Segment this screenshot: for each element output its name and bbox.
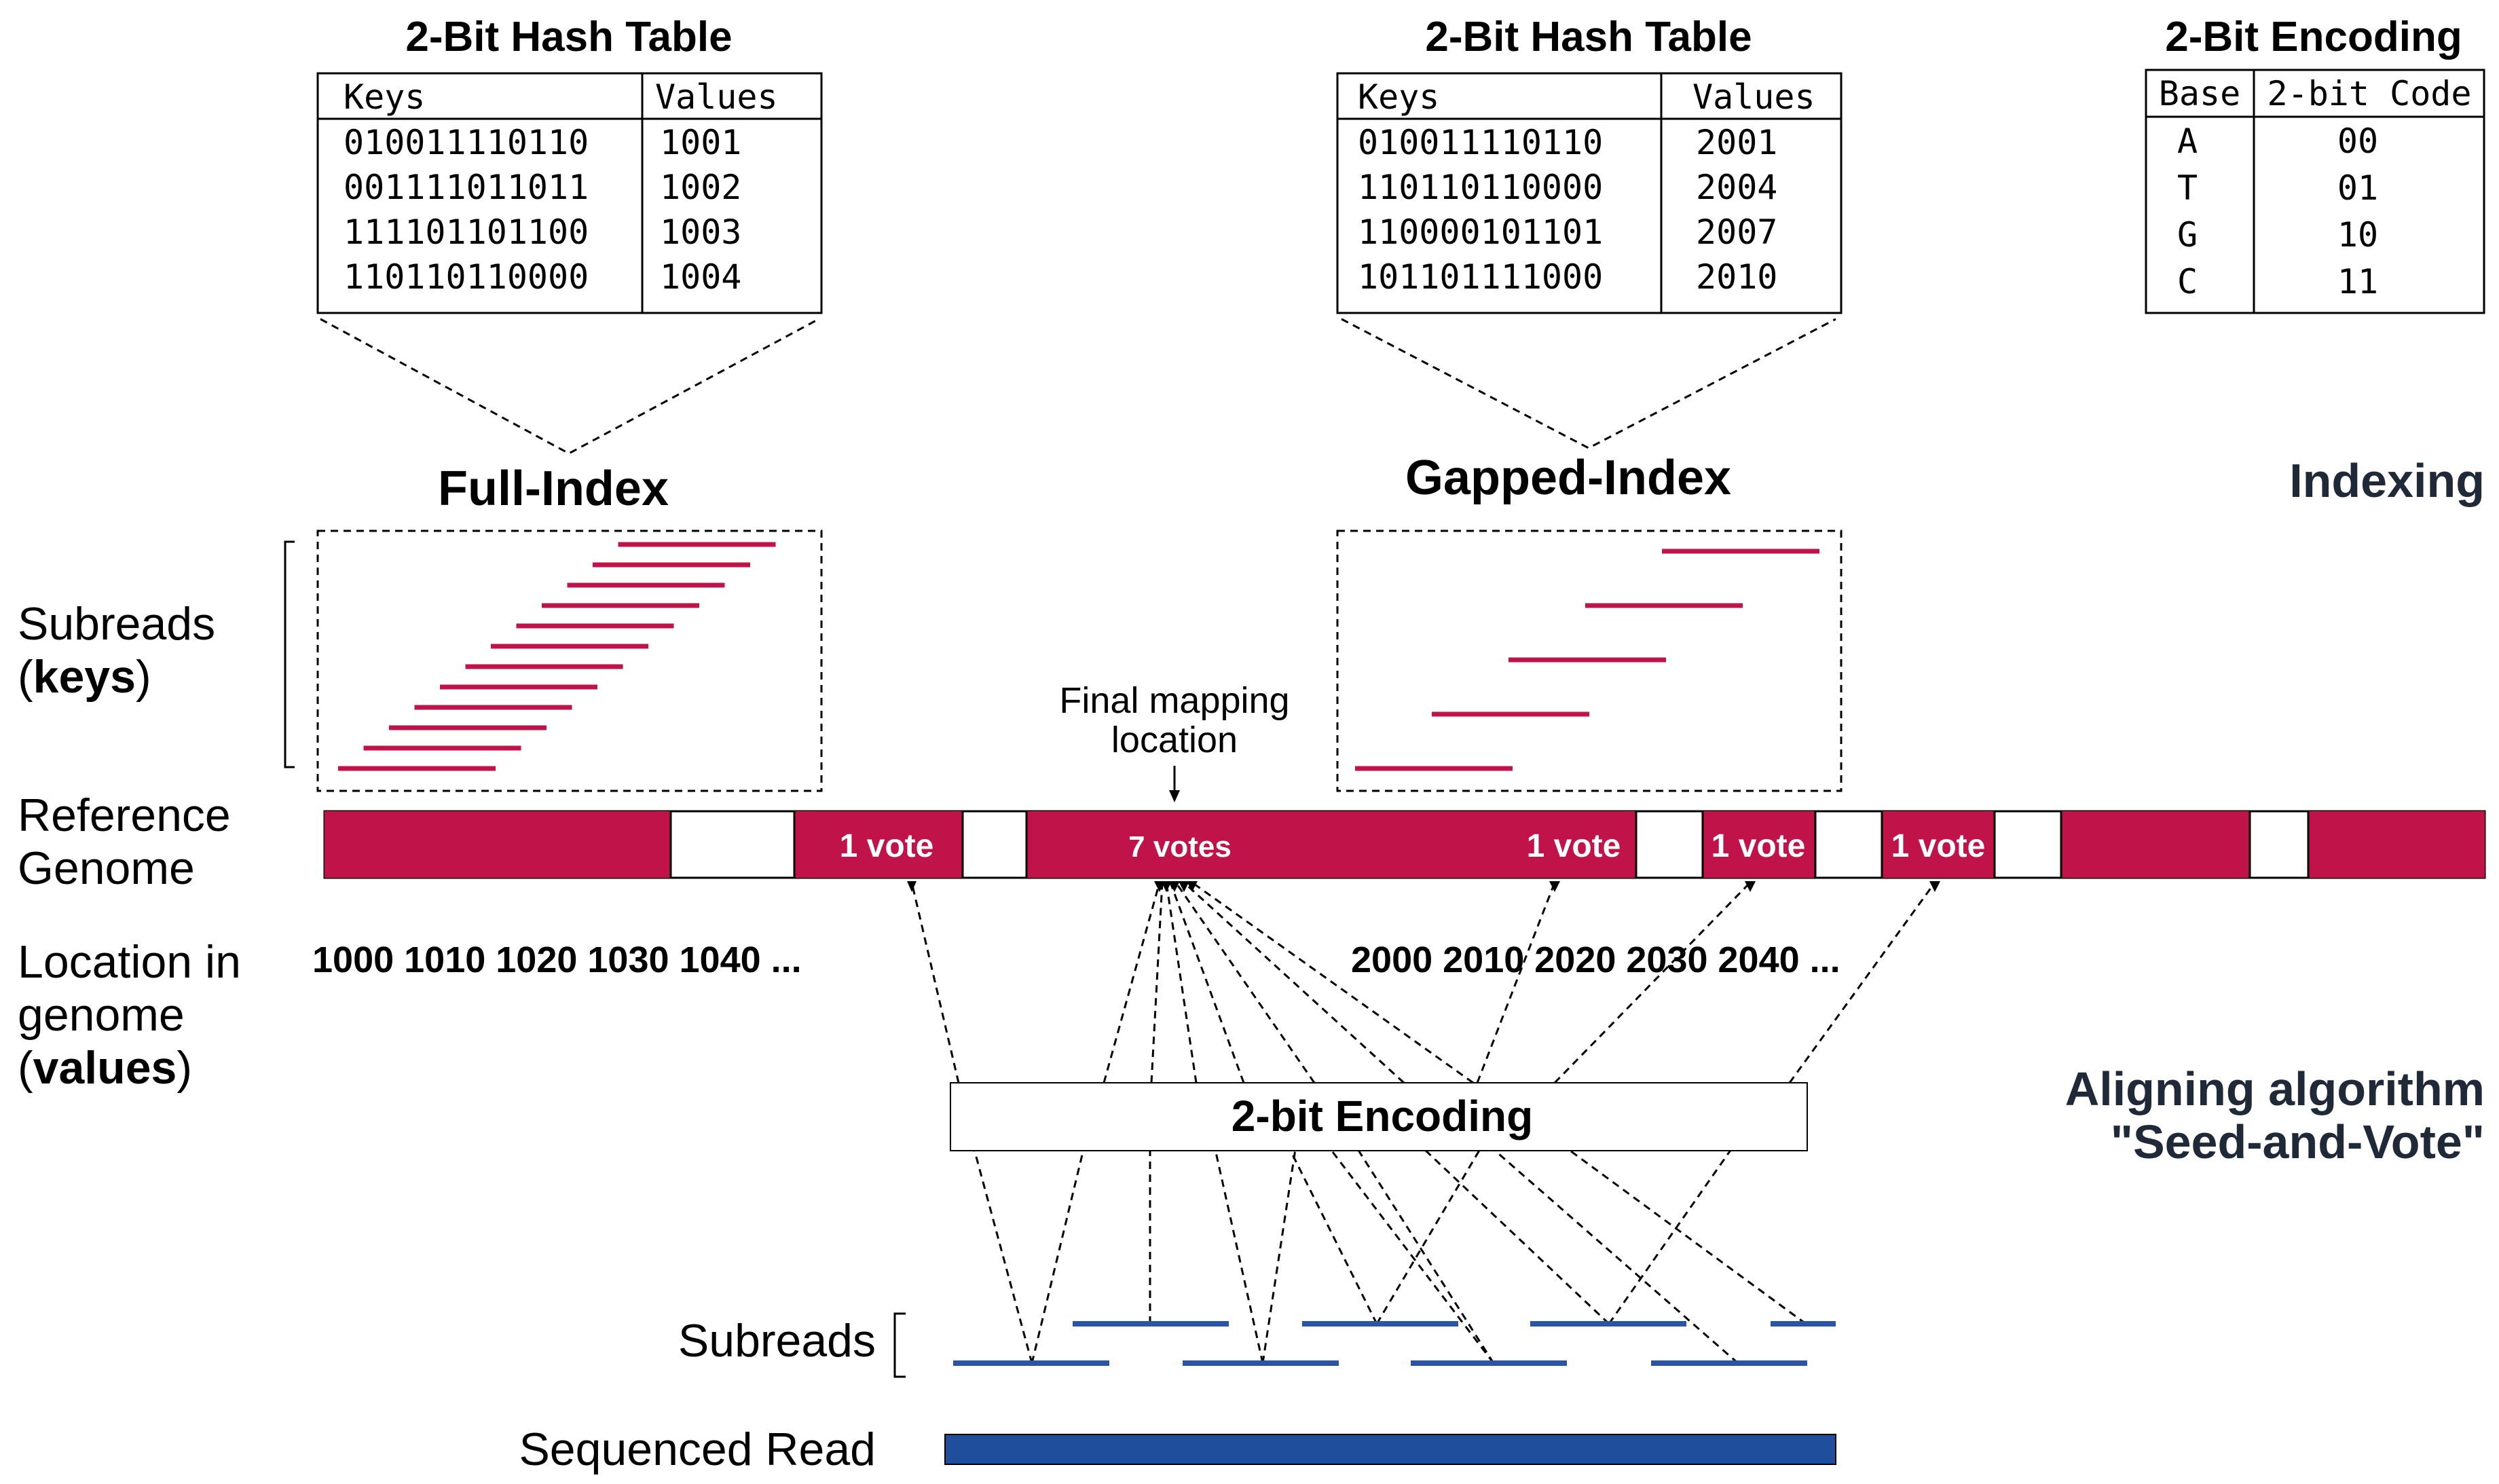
location-values-full-index: 1000 1010 1020 1030 1040 ...	[312, 940, 802, 980]
subreads-keys-label: Subreads	[18, 598, 215, 650]
genome-segment	[1703, 811, 1815, 878]
gapped-table-value: 2010	[1696, 257, 1777, 297]
encoding-process-label: 2-bit Encoding	[1232, 1092, 1533, 1140]
gapped-index-hash-table: 2-Bit Hash Table Keys Values 01001111011…	[1336, 14, 1843, 314]
genome-segment	[2061, 811, 2250, 878]
full-table-value: 1004	[660, 257, 741, 297]
full-table-value: 1001	[660, 123, 741, 162]
vote-label: 7 votes	[1128, 830, 1232, 864]
seed-and-vote-title: "Seed-and-Vote"	[2111, 1115, 2485, 1168]
vote-label: 1 vote	[1711, 828, 1806, 864]
final-mapping-label-line1: Final mapping	[1059, 680, 1289, 721]
encoding-base: A	[2177, 122, 2198, 161]
gapped-index-funnel	[1341, 318, 1836, 449]
full-index-hash-table: 2-Bit Hash Table Keys Values 01001111011…	[316, 14, 823, 314]
full-table-key: 001111011011	[344, 168, 589, 207]
encoding-process-box	[950, 1082, 1808, 1151]
full-table-key: 110110110000	[344, 257, 589, 297]
full-table-title: 2-Bit Hash Table	[405, 14, 732, 60]
genome-segment	[325, 811, 671, 878]
full-table-key: 111101101100	[344, 212, 589, 252]
full-index-subreads	[338, 542, 776, 771]
gapped-index-subreads	[1355, 549, 1819, 771]
gapped-table-key: 010011110110	[1358, 123, 1603, 162]
encoding-header-code: 2-bit Code	[2267, 74, 2471, 113]
seed-lines-upper	[910, 881, 1936, 1084]
indexing-section-title: Indexing	[2289, 454, 2485, 507]
full-table-key: 010011110110	[344, 123, 589, 162]
encoding-base: C	[2177, 262, 2198, 301]
encoding-base: T	[2177, 168, 2198, 208]
vote-label: 1 vote	[1891, 828, 1986, 864]
genome-segment	[1026, 811, 1636, 878]
reference-genome-label-line1: Reference	[18, 790, 231, 841]
gapped-table-title: 2-Bit Hash Table	[1425, 14, 1752, 60]
gapped-table-value: 2001	[1696, 123, 1777, 162]
encoding-code: 10	[2337, 215, 2378, 255]
encoding-header-base: Base	[2159, 74, 2240, 113]
full-table-border	[316, 72, 823, 314]
two-bit-encoding-table: 2-Bit Encoding Base 2-bit Code A 00 T 01…	[2145, 14, 2485, 314]
location-label-line1: Location in	[18, 936, 241, 988]
encoding-code: 11	[2337, 262, 2378, 301]
full-index-funnel	[320, 318, 819, 455]
location-values-gapped-index: 2000 2010 2020 2030 2040 ...	[1351, 940, 1840, 980]
location-label-line2: genome	[18, 989, 185, 1041]
final-mapping-arrowhead	[1169, 790, 1180, 802]
aligning-subreads	[953, 1321, 1836, 1366]
encoding-table-border	[2145, 69, 2485, 314]
gapped-index-title: Gapped-Index	[1405, 451, 1731, 505]
gapped-table-key: 101101111000	[1358, 257, 1603, 297]
full-table-value: 1002	[660, 168, 741, 207]
encoding-code: 00	[2337, 122, 2378, 161]
full-index-title: Full-Index	[438, 462, 669, 516]
gapped-table-border	[1336, 72, 1843, 314]
sequenced-read-label: Sequenced Read	[519, 1424, 876, 1475]
final-mapping-label-line2: location	[1111, 720, 1238, 760]
full-table-header-values: Values	[655, 77, 778, 117]
genome-segment	[2308, 811, 2485, 878]
encoding-table-title: 2-Bit Encoding	[2165, 14, 2462, 60]
full-table-header-keys: Keys	[344, 77, 425, 117]
vote-label: 1 vote	[1527, 828, 1621, 864]
genome-segment	[1882, 811, 1995, 878]
subreads-bracket	[893, 1312, 906, 1378]
gapped-table-key: 110000101101	[1358, 212, 1603, 252]
reference-genome-label-line2: Genome	[18, 842, 195, 894]
gapped-table-header-values: Values	[1692, 77, 1815, 117]
full-table-value: 1003	[660, 212, 741, 252]
reference-genome-bar: 1 vote 7 votes 1 vote 1 vote 1 vote	[323, 810, 2486, 879]
subreads-label: Subreads	[678, 1315, 876, 1367]
location-label-line3: (values)	[18, 1042, 192, 1094]
vote-label: 1 vote	[840, 828, 934, 864]
subreads-keys-sublabel: (keys)	[18, 651, 151, 703]
gapped-table-key: 110110110000	[1358, 168, 1603, 207]
aligning-algorithm-title: Aligning algorithm	[2065, 1062, 2485, 1115]
gapped-table-value: 2004	[1696, 168, 1777, 207]
encoding-base: G	[2177, 215, 2198, 255]
gapped-table-header-keys: Keys	[1358, 77, 1439, 117]
subreads-keys-bracket	[284, 540, 295, 768]
gapped-index-subreads-box	[1336, 530, 1843, 792]
gapped-table-value: 2007	[1696, 212, 1777, 252]
seed-arrowheads	[907, 881, 1940, 892]
full-index-subreads-box	[316, 530, 823, 792]
sequenced-read-bar	[944, 1434, 1836, 1465]
genome-segment	[794, 811, 963, 878]
seed-lines-lower	[973, 1148, 1807, 1365]
encoding-code: 01	[2337, 168, 2378, 208]
